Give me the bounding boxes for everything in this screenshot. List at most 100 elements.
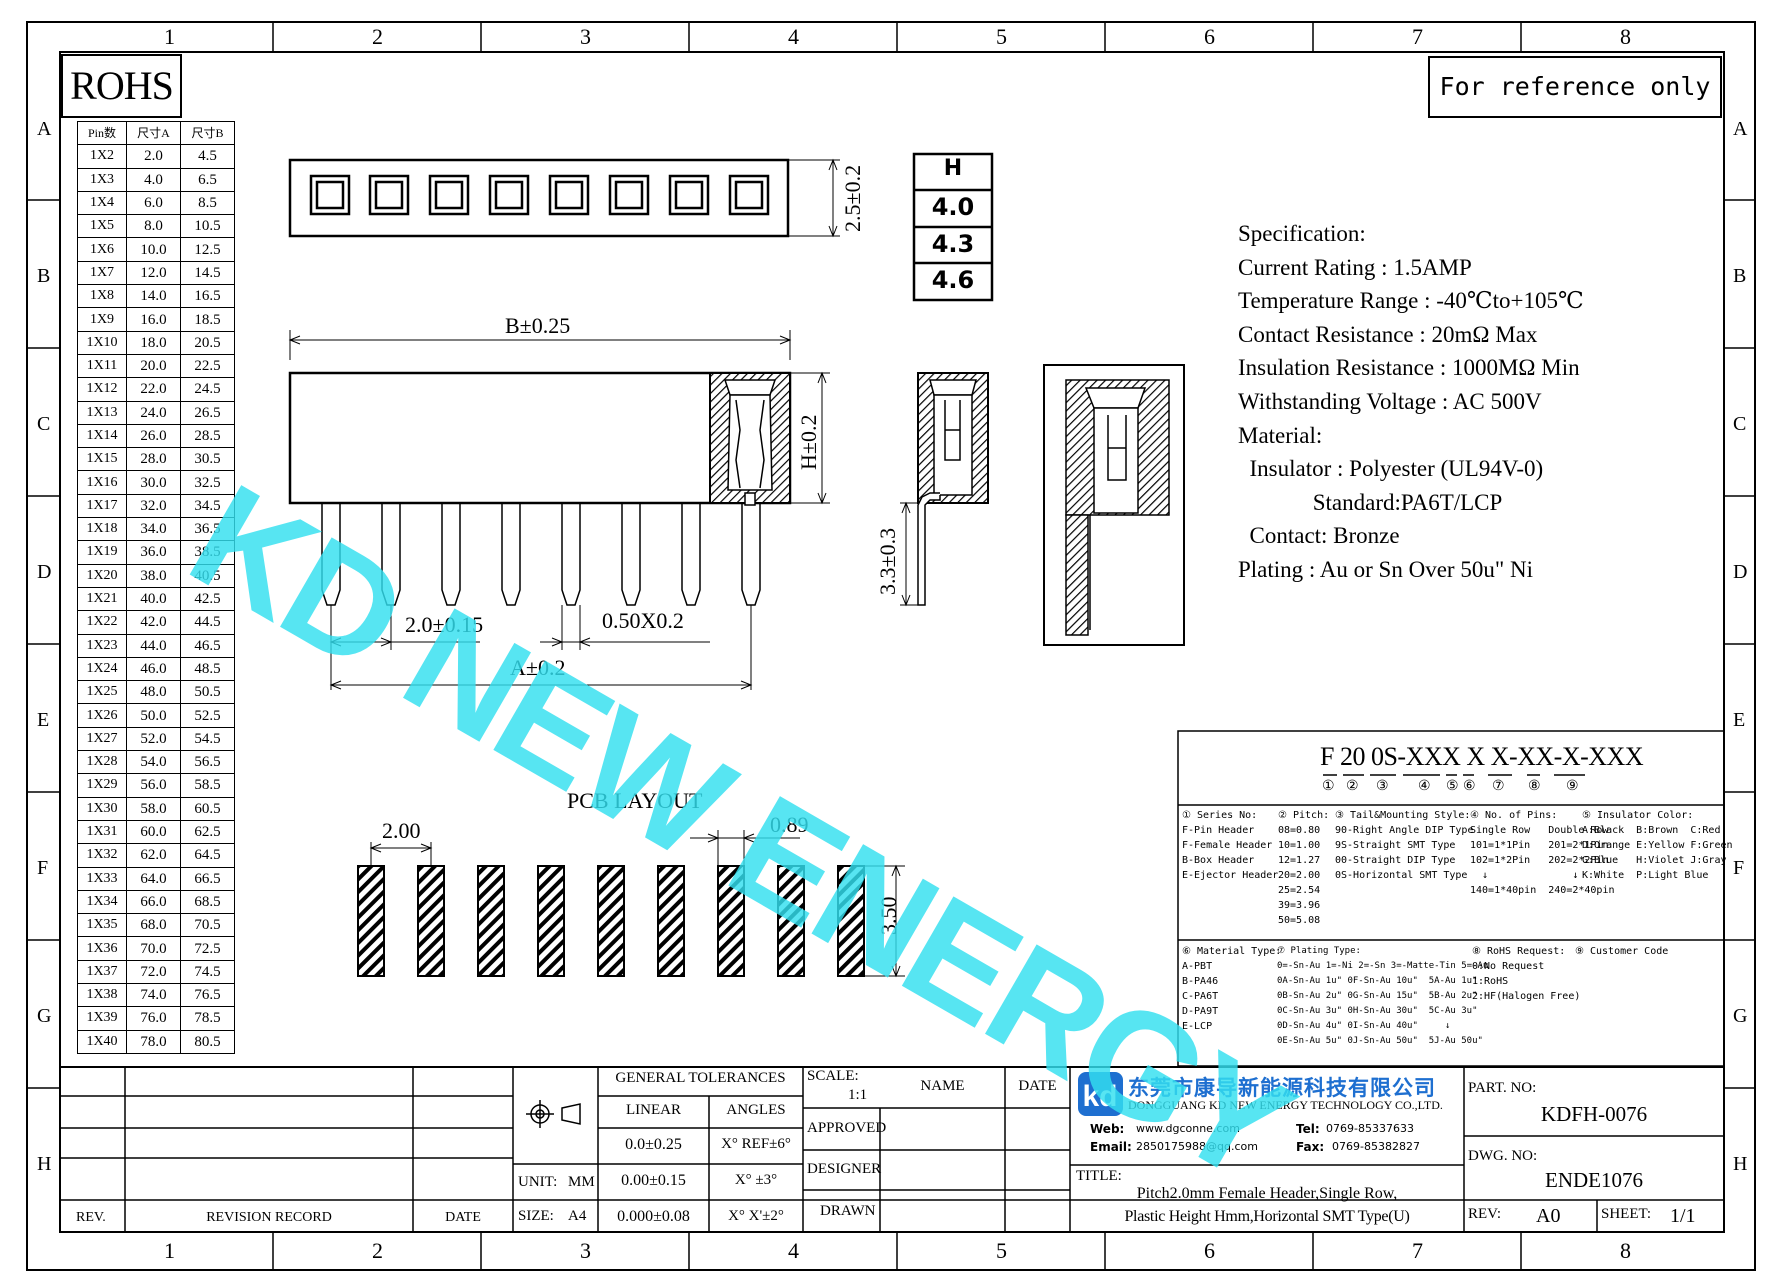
table-cell: 12.0 (126, 260, 181, 286)
table-cell: 8.0 (126, 214, 181, 239)
table-cell: 58.0 (126, 796, 181, 821)
code-line: B-Box Header (1182, 855, 1255, 866)
table-cell: 32.5 (180, 470, 235, 495)
code-line: 1:RoHS (1472, 976, 1509, 987)
table-cell: 46.5 (180, 633, 235, 658)
code-line: A:Black B:Brown C:Red (1582, 825, 1721, 836)
table-cell: 1X40 (77, 1029, 127, 1054)
table-cell: 1X25 (77, 680, 127, 705)
code-block-title: ⑤ Insulator Color: (1582, 810, 1694, 821)
spec-line: Current Rating : 1.5AMP (1238, 254, 1472, 280)
code-line: K:White P:Light Blue (1582, 870, 1709, 881)
table-cell: 6.5 (180, 167, 235, 192)
code-line: G:Blue H:Violet J:Gray (1582, 855, 1727, 866)
spec-line: Withstanding Voltage : AC 500V (1238, 388, 1542, 414)
code-line: 0=-Sn-Au 1=-Ni 2=-Sn 3=-Matte-Tin 5=-Au (1277, 961, 1489, 971)
code-block-title: ⑦ Plating Type: (1277, 946, 1361, 956)
tol-angle: X° X'±2° (728, 1208, 784, 1224)
code-block-title: ⑧ RoHS Request: (1472, 946, 1566, 957)
col-label: 3 (580, 24, 591, 49)
table-cell: 56.0 (126, 773, 181, 798)
row-label: H (37, 1153, 52, 1175)
table-cell: 14.5 (180, 260, 235, 286)
row-label: E (37, 709, 50, 731)
web-value: www.dgconne.com (1136, 1122, 1240, 1135)
row-label: A (37, 118, 52, 140)
table-cell: 48.5 (180, 656, 235, 682)
col-label: 3 (580, 1238, 591, 1263)
table-cell: 1X37 (77, 959, 127, 984)
sheet-value: 1/1 (1670, 1205, 1696, 1227)
table-cell: 18.0 (126, 330, 181, 355)
table-cell: 74.5 (180, 959, 235, 984)
col-label: 4 (788, 1238, 799, 1263)
table-cell: 66.5 (180, 866, 235, 891)
table-cell: 28.5 (180, 423, 235, 449)
table-cell: 60.5 (180, 796, 235, 821)
table-cell: 1X39 (77, 1006, 127, 1031)
table-cell: 52.0 (126, 726, 181, 752)
table-cell: 20.0 (126, 353, 181, 379)
table-cell: 14.0 (126, 284, 181, 309)
table-cell: 24.0 (126, 400, 181, 425)
table-cell: 1X15 (77, 447, 127, 472)
top-view (288, 158, 840, 238)
table-cell: 52.5 (180, 703, 235, 728)
pcb-pad-length: 3.50 (876, 896, 901, 936)
designer-label: DESIGNER (807, 1161, 882, 1177)
table-cell: 1X20 (77, 563, 127, 588)
marker: ⑧ (1528, 778, 1541, 794)
table-cell: 1X26 (77, 703, 127, 728)
inner-border (59, 51, 1725, 1233)
front-view (288, 330, 830, 690)
row-label: G (1733, 1005, 1748, 1027)
title-label: TITLE: (1076, 1168, 1122, 1184)
table-cell: 74.0 (126, 982, 181, 1008)
code-line: 0A-Sn-Au 1u" 0F-Sn-Au 10u" 5A-Au 1u" (1277, 976, 1478, 986)
code-block-plating: ⑦ Plating Type: 0=-Sn-Au 1=-Ni 2=-Sn 3=-M… (1277, 944, 1488, 1049)
fax-value: 0769-85382827 (1332, 1140, 1420, 1153)
tol-linear: 0.0±0.25 (625, 1136, 682, 1153)
title-line-2: Plastic Height Hmm,Horizontal SMT Type(U… (1124, 1208, 1410, 1225)
code-line: 25=2.54 (1278, 885, 1321, 896)
table-cell: 48.0 (126, 680, 181, 705)
table-cell: 10.5 (180, 214, 235, 239)
code-line: F-Female Header (1182, 840, 1273, 851)
table-cell: 62.0 (126, 843, 181, 868)
table-cell: 12.5 (180, 237, 235, 262)
h-value: 4.6 (931, 266, 975, 294)
row-label: D (1733, 561, 1748, 583)
col-label: 8 (1620, 1238, 1631, 1263)
table-cell: 1X31 (77, 819, 127, 845)
code-line: 0E-Sn-Au 5u" 0J-Sn-Au 50u" 5J-Au 50u" (1277, 1036, 1483, 1046)
side-view (900, 372, 989, 607)
table-cell: 1X22 (77, 610, 127, 635)
table-cell: 66.0 (126, 889, 181, 915)
marker: ① (1322, 778, 1335, 794)
table-cell: 38.0 (126, 563, 181, 588)
part-no-label: PART. NO: (1468, 1080, 1537, 1096)
approved-label: APPROVED (807, 1120, 887, 1136)
table-cell: 42.0 (126, 610, 181, 635)
code-line: A-PBT (1182, 961, 1213, 972)
tol-angle: X° ±3° (734, 1172, 778, 1188)
code-block-tail-style: ③ Tail&Mounting Style:90-Right Angle DIP… (1335, 808, 1473, 883)
marker: ③ (1376, 778, 1389, 794)
scale-value: 1:1 (848, 1087, 868, 1103)
dwg-no-label: DWG. NO: (1468, 1148, 1538, 1164)
marker: ④ (1418, 778, 1431, 794)
name-header: NAME (920, 1078, 965, 1094)
dim-top-height: 2.5±0.2 (840, 164, 865, 232)
table-cell: 44.5 (180, 610, 235, 635)
tel-label: Tel: (1296, 1122, 1320, 1136)
table-cell: 1X8 (77, 284, 127, 309)
